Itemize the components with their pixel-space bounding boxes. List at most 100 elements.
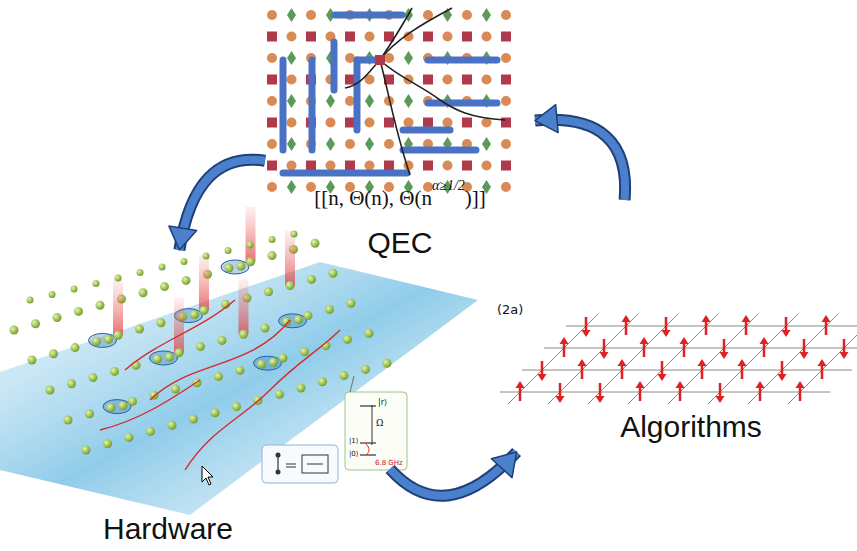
qubit-dot xyxy=(501,96,511,106)
atom xyxy=(257,360,266,369)
qubit-dot xyxy=(482,75,492,85)
qubit-dot xyxy=(267,139,277,149)
spin-head xyxy=(560,337,569,344)
z-check xyxy=(384,161,394,171)
laser-beam xyxy=(199,255,209,310)
atom xyxy=(157,318,166,327)
arrow-outline xyxy=(535,120,625,200)
atom xyxy=(269,236,276,243)
x-check xyxy=(287,180,296,194)
atom xyxy=(383,359,392,368)
atom-pair xyxy=(221,260,249,274)
atom xyxy=(146,427,155,436)
spin-head xyxy=(658,374,667,381)
spin-head xyxy=(702,315,711,322)
atom xyxy=(286,281,295,290)
spin-head xyxy=(742,315,751,322)
atom xyxy=(107,403,116,412)
lattice-line xyxy=(500,392,830,393)
atom-array xyxy=(10,207,392,455)
laser-beam xyxy=(174,298,184,353)
atom xyxy=(64,416,73,425)
z-check xyxy=(501,75,511,85)
cycle-arrow xyxy=(169,160,265,250)
inset-levels xyxy=(345,376,407,470)
lattice-line xyxy=(566,326,857,327)
spin-head xyxy=(622,315,631,322)
qubit-dot xyxy=(365,161,375,171)
qubit-dot xyxy=(443,118,453,128)
spin-arrow xyxy=(621,364,624,379)
lattice-line xyxy=(668,314,758,404)
atom xyxy=(67,379,76,388)
spin-head xyxy=(640,337,649,344)
atom xyxy=(165,353,174,362)
atom xyxy=(71,286,78,293)
z-check xyxy=(306,32,316,42)
laser-beam xyxy=(285,231,295,286)
atom xyxy=(218,336,227,345)
z-check xyxy=(462,75,472,85)
level-label: |1⟩ xyxy=(349,437,359,445)
qubit-dot xyxy=(287,75,297,85)
qubit-dot xyxy=(443,161,453,171)
atom xyxy=(269,358,278,367)
atom xyxy=(137,269,144,276)
panel-caption: QEC xyxy=(367,226,432,260)
spin-head xyxy=(760,337,769,344)
x-check xyxy=(326,94,335,108)
spin-arrow xyxy=(665,317,668,332)
laser-beam xyxy=(113,280,123,335)
z-check xyxy=(267,75,277,85)
spin-arrow xyxy=(821,364,824,379)
frequency-label: 6.8 GHz xyxy=(375,459,403,467)
spin-head xyxy=(698,359,707,366)
atom xyxy=(119,401,128,410)
atom xyxy=(304,311,313,320)
atom xyxy=(203,253,210,260)
arrow-head xyxy=(491,452,516,478)
spin-head xyxy=(596,396,605,403)
spin-head xyxy=(600,352,609,359)
atom xyxy=(82,446,91,455)
spin-arrow xyxy=(705,320,708,335)
qubit-dot xyxy=(287,161,297,171)
spin-arrow xyxy=(719,383,722,398)
spin-arrow xyxy=(799,386,802,401)
atom xyxy=(361,365,370,374)
atom xyxy=(318,377,327,386)
code-bars xyxy=(283,15,497,173)
atom xyxy=(28,356,37,365)
spin-head xyxy=(800,352,809,359)
z-check xyxy=(423,118,433,128)
arrow-outline xyxy=(390,452,517,496)
atom-pair xyxy=(150,351,178,365)
z-check xyxy=(423,161,433,171)
panel-caption: Algorithms xyxy=(620,410,762,444)
atom xyxy=(279,354,288,363)
spin-head xyxy=(818,359,827,366)
atom xyxy=(261,324,270,333)
lattice-line xyxy=(588,314,678,404)
atom xyxy=(247,242,254,249)
spin-head xyxy=(676,381,685,388)
qubit-dot xyxy=(365,118,375,128)
x-check xyxy=(482,8,491,22)
spin-head xyxy=(822,315,831,322)
atom xyxy=(329,269,338,278)
atom-pair xyxy=(89,333,117,347)
spin-arrow xyxy=(559,383,562,398)
atom xyxy=(153,355,162,364)
spin-arrow xyxy=(763,342,766,357)
z-check xyxy=(462,118,472,128)
x-check xyxy=(326,137,335,151)
lattice-line xyxy=(788,314,857,404)
atom xyxy=(160,282,169,291)
atom xyxy=(96,301,105,310)
spin-arrow xyxy=(563,342,566,357)
spin-head xyxy=(738,359,747,366)
atom xyxy=(110,367,119,376)
